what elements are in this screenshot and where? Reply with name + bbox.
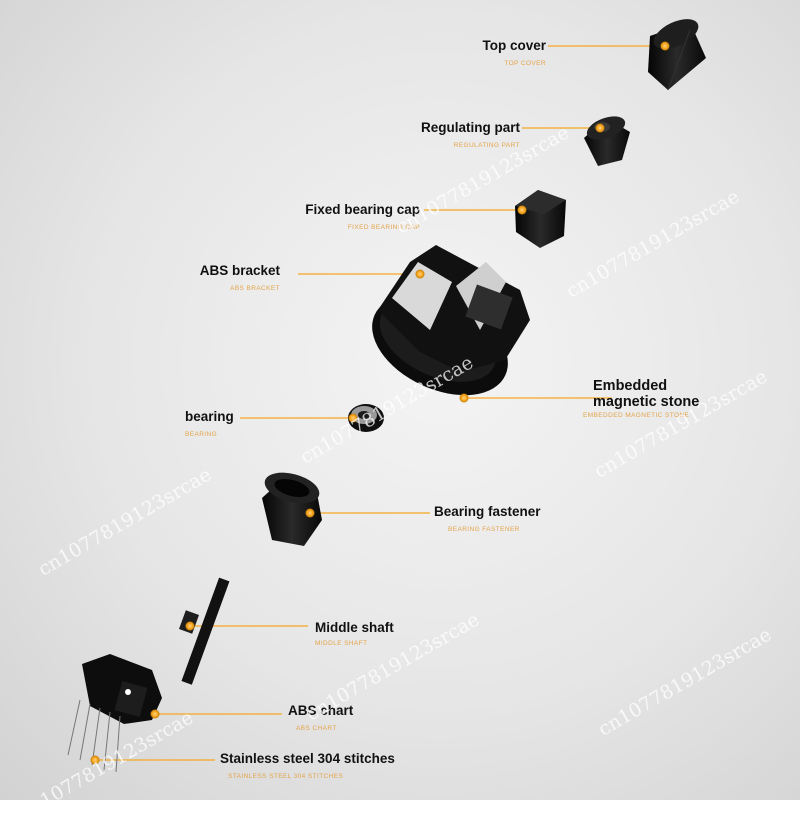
bearing-part (348, 404, 384, 432)
abs-bracket-part (372, 245, 530, 396)
label-abs-chart-subtitle: ABS CHART (296, 725, 337, 732)
label-fixed-bearing-cap-subtitle: FIXED BEARING CAP (347, 224, 420, 231)
label-abs-bracket: ABS bracket ABS BRACKET (200, 263, 280, 292)
label-middle-shaft: Middle shaft MIDDLE SHAFT (315, 620, 394, 647)
label-stitches-subtitle: STAINLESS STEEL 304 STITCHES (228, 773, 344, 780)
label-regulating-part-title: Regulating part (420, 120, 520, 135)
middle-shaft-part (179, 577, 230, 685)
label-abs-chart-title: ABS chart (288, 703, 354, 718)
label-embedded-title-2: magnetic stone (593, 394, 700, 410)
bearing-fastener-part (262, 472, 322, 546)
regulating-part-part (584, 116, 630, 166)
stitches-part (67, 699, 121, 773)
label-fixed-bearing-cap-title: Fixed bearing cap (305, 202, 420, 217)
label-stitches-title: Stainless steel 304 stitches (220, 751, 395, 766)
leader-lines (95, 45, 665, 761)
fixed-bearing-cap-part (515, 190, 566, 248)
label-stainless-stitches: Stainless steel 304 stitches STAINLESS S… (220, 751, 395, 780)
top-cover-part (648, 19, 706, 91)
label-abs-bracket-subtitle: ABS BRACKET (230, 285, 280, 292)
label-abs-chart: ABS chart ABS CHART (288, 703, 353, 732)
label-bearing-fastener: Bearing fastener BEARING FASTENER (434, 504, 541, 533)
label-embedded-subtitle: EMBEDDED MAGNETIC STONE (583, 412, 690, 419)
label-regulating-part: Regulating part REGULATING PART (421, 120, 520, 149)
label-embedded-magnetic-stone: Embedded magnetic stone EMBEDDED MAGNETI… (583, 378, 700, 419)
label-bearing-fastener-title: Bearing fastener (434, 504, 541, 519)
label-top-cover-title: Top cover (482, 38, 546, 53)
label-bearing-title: bearing (185, 409, 234, 424)
label-bearing-fastener-subtitle: BEARING FASTENER (448, 526, 520, 533)
label-top-cover-subtitle: TOP COVER (504, 60, 546, 67)
label-fixed-bearing-cap: Fixed bearing cap FIXED BEARING CAP (305, 202, 420, 231)
label-embedded-title-1: Embedded (593, 378, 668, 394)
abs-chart-part (82, 654, 162, 724)
label-regulating-part-subtitle: REGULATING PART (453, 142, 520, 149)
label-bearing: bearing BEARING (185, 409, 234, 438)
label-abs-bracket-title: ABS bracket (199, 263, 280, 278)
label-middle-shaft-title: Middle shaft (315, 620, 394, 635)
exploded-parts (67, 19, 706, 773)
diagram-canvas: Top cover TOP COVER Regulating part REGU… (0, 0, 800, 800)
label-top-cover: Top cover TOP COVER (482, 38, 546, 67)
label-middle-shaft-subtitle: MIDDLE SHAFT (315, 640, 368, 647)
anchor-dots (90, 41, 670, 765)
label-bearing-subtitle: BEARING (185, 431, 218, 438)
